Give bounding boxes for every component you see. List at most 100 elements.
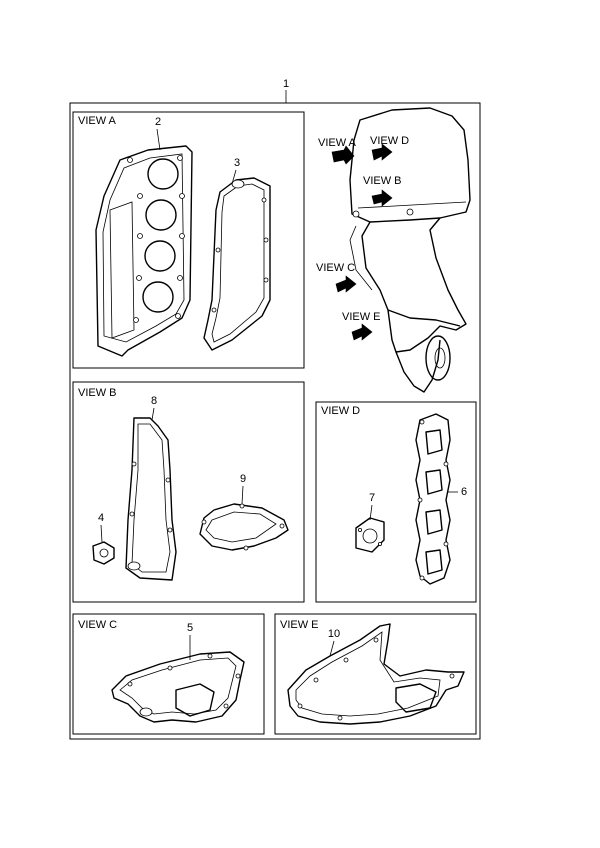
engine-midsection	[361, 217, 467, 353]
bolt-hole	[167, 527, 173, 533]
plate-gasket-9-outline	[199, 503, 289, 551]
bolt-hole	[136, 275, 142, 281]
oil-pan-gasket-outline	[111, 651, 245, 723]
outer-frame	[69, 102, 481, 740]
part-number-2: 2	[155, 116, 161, 128]
callout-view-d: VIEW D	[370, 135, 409, 147]
bolt-hole	[443, 461, 449, 467]
callout-view-e: VIEW E	[342, 311, 381, 323]
part-number-9: 9	[240, 473, 246, 485]
part-number-3: 3	[234, 157, 240, 169]
bolt-hole	[223, 703, 229, 709]
head-gasket-water-jacket	[109, 201, 135, 339]
propeller-hub	[434, 347, 446, 369]
intake-manifold-gasket	[415, 413, 451, 585]
bolt-hole	[235, 673, 241, 679]
cowling-seam	[357, 201, 467, 209]
bolt-hole	[243, 545, 249, 551]
view-e-label: VIEW E	[280, 619, 319, 631]
intake-port-1	[425, 429, 443, 455]
bolt-hole	[177, 275, 183, 281]
bolt-hole	[261, 197, 267, 203]
cylinder-head-gasket	[95, 145, 193, 357]
cylinder-bore-2	[145, 199, 177, 231]
side-cover-gasket-tab	[127, 561, 141, 571]
lower-case-gasket-inner	[295, 631, 441, 717]
bolt-hole	[127, 681, 133, 687]
leader-10	[329, 640, 335, 657]
cowling-latch	[352, 210, 360, 218]
arrow-view-b	[371, 189, 393, 207]
part-number-10: 10	[328, 628, 340, 640]
head-gasket-inner-edge	[102, 153, 185, 343]
bolt-hole	[129, 511, 135, 517]
bolt-hole	[175, 313, 181, 319]
lower-case-gasket	[287, 623, 465, 725]
part-number-1: 1	[283, 78, 289, 90]
oil-pan-gasket-tab	[139, 707, 153, 717]
oil-pan-gasket-inner	[119, 657, 237, 715]
cylinder-bore-4	[142, 281, 174, 313]
bolt-hole	[449, 673, 455, 679]
outboard-engine-illustration	[349, 107, 471, 393]
bolt-hole	[443, 541, 449, 547]
view-c-panel: VIEW C 5	[72, 613, 265, 735]
view-c-frame	[72, 613, 265, 735]
bolt-hole	[263, 237, 269, 243]
callout-view-b: VIEW B	[363, 175, 402, 187]
lower-case-gasket-outline	[287, 623, 465, 725]
callout-view-a: VIEW A	[318, 137, 357, 149]
arrow-view-c	[335, 275, 357, 293]
view-c-label: VIEW C	[78, 619, 117, 631]
part-number-5: 5	[187, 622, 193, 634]
bolt-hole	[165, 477, 171, 483]
bolt-hole	[417, 497, 423, 503]
view-a-label: VIEW A	[78, 115, 117, 127]
side-cover-gasket	[125, 417, 177, 581]
intake-port-4	[425, 549, 443, 575]
part-number-4: 4	[98, 512, 104, 524]
bolt-hole	[215, 247, 221, 253]
gearcase	[395, 339, 441, 393]
oil-pan-gasket	[111, 651, 245, 723]
cover-gasket-inner-edge	[211, 183, 265, 343]
bolt-hole	[137, 193, 143, 199]
swivel-bracket	[349, 225, 373, 291]
engine-callouts: VIEW A VIEW D VIEW B VIEW C VIEW E	[316, 135, 409, 341]
bolt-hole	[263, 277, 269, 283]
bolt-hole	[207, 653, 213, 659]
square-gasket-7-hole	[362, 528, 378, 544]
arrow-view-d	[371, 143, 393, 161]
head-gasket-outline	[95, 145, 193, 357]
leader-9	[241, 485, 244, 505]
bolt-hole	[179, 193, 185, 199]
side-cover-gasket-inner	[131, 423, 171, 573]
arrow-view-e	[351, 323, 373, 341]
view-b-panel: VIEW B 8 4 9	[72, 381, 305, 603]
intake-port-3	[425, 509, 443, 535]
bolt-hole	[137, 233, 143, 239]
plate-gasket-9-inner	[205, 511, 277, 543]
bolt-hole	[373, 637, 379, 643]
propeller	[425, 335, 451, 381]
anti-cavitation-plate	[387, 309, 461, 327]
view-b-label: VIEW B	[78, 387, 117, 399]
leader-7	[369, 504, 373, 521]
square-gasket-7	[355, 517, 385, 553]
view-e-panel: VIEW E 10	[274, 613, 477, 735]
view-d-frame	[315, 401, 477, 603]
callout-view-c: VIEW C	[316, 262, 355, 274]
bolt-hole	[357, 528, 362, 533]
bolt-hole	[279, 523, 285, 529]
part-number-8: 8	[151, 395, 157, 407]
head-cover-gasket	[203, 177, 271, 351]
side-cover-gasket-outline	[125, 417, 177, 581]
bolt-hole	[177, 155, 183, 161]
leader-8	[151, 407, 155, 421]
cylinder-bore-1	[147, 158, 179, 190]
bolt-hole	[343, 657, 349, 663]
cover-gasket-outline	[203, 177, 271, 351]
bolt-hole	[337, 715, 343, 721]
bolt-hole	[211, 307, 217, 313]
bolt-hole	[239, 503, 245, 509]
